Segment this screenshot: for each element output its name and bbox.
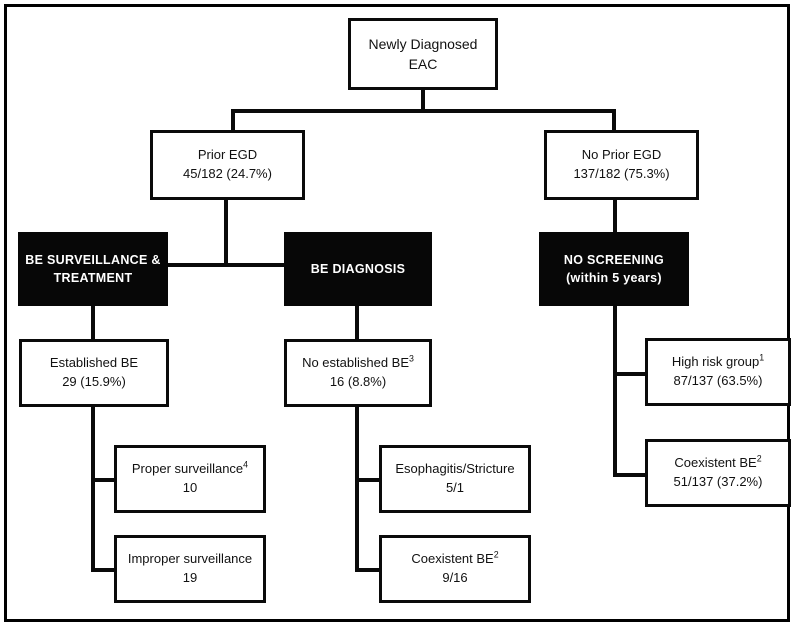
node-coexistent-be-right[interactable]: Coexistent BE2 51/137 (37.2%) bbox=[645, 439, 791, 507]
node-line-1-text: High risk group bbox=[671, 354, 760, 370]
footnote-marker: 2 bbox=[493, 549, 499, 560]
node-prior-egd[interactable]: Prior EGD 45/182 (24.7%) bbox=[150, 130, 305, 200]
footnote-marker: 4 bbox=[243, 459, 249, 470]
node-established-be[interactable]: Established BE 29 (15.9%) bbox=[19, 339, 169, 407]
node-line-1-text: No established BE bbox=[302, 355, 410, 371]
node-line-2: 87/137 (63.5%) bbox=[673, 373, 763, 388]
node-line-2: 10 bbox=[182, 480, 198, 495]
node-proper-surveillance[interactable]: Proper surveillance4 10 bbox=[114, 445, 266, 513]
connector-root-stem bbox=[421, 89, 425, 112]
node-line-2: 29 (15.9%) bbox=[62, 374, 126, 389]
node-line-1-text: Proper surveillance bbox=[131, 461, 244, 477]
node-line-1-text: Coexistent BE bbox=[411, 551, 494, 567]
connector-to-prior-egd bbox=[231, 109, 235, 133]
node-line-2: 9/16 bbox=[442, 570, 468, 585]
node-line-2: (within 5 years) bbox=[566, 271, 662, 285]
node-line-2: 16 (8.8%) bbox=[329, 374, 387, 389]
node-no-established-be[interactable]: No established BE3 16 (8.8%) bbox=[284, 339, 432, 407]
node-line-1: NO SCREENING bbox=[563, 252, 665, 267]
connector-prior-egd-bar bbox=[168, 263, 288, 267]
node-line-1: Newly Diagnosed bbox=[368, 35, 478, 52]
node-be-surveillance-treatment[interactable]: BE SURVEILLANCE & TREATMENT bbox=[18, 232, 168, 306]
connector-prior-egd-stem bbox=[224, 198, 228, 265]
node-be-diagnosis[interactable]: BE DIAGNOSIS bbox=[284, 232, 432, 306]
connector-be-diagnosis-stem bbox=[355, 305, 359, 341]
diagram-border bbox=[4, 4, 790, 622]
connector-to-coexistent-be-mid bbox=[355, 568, 381, 572]
connector-to-coexistent-be-right bbox=[613, 473, 647, 477]
connector-to-proper-surveillance bbox=[91, 478, 116, 482]
node-line-1: Proper surveillance4 bbox=[132, 460, 248, 479]
node-line-2: TREATMENT bbox=[53, 271, 133, 285]
connector-no-established-be-spine bbox=[355, 405, 359, 572]
node-line-1: No established BE3 bbox=[302, 354, 414, 373]
connector-no-screening-spine bbox=[613, 305, 617, 477]
node-line-2: 137/182 (75.3%) bbox=[573, 166, 670, 181]
node-line-1: BE SURVEILLANCE & bbox=[25, 252, 161, 267]
node-improper-surveillance[interactable]: Improper surveillance 19 bbox=[114, 535, 266, 603]
node-line-1: Coexistent BE2 bbox=[674, 454, 761, 473]
footnote-marker: 2 bbox=[756, 453, 762, 464]
node-line-1: Prior EGD bbox=[197, 147, 258, 163]
node-line-1: No Prior EGD bbox=[581, 147, 662, 163]
connector-root-split-bar bbox=[231, 109, 616, 113]
node-line-2: EAC bbox=[408, 56, 438, 72]
node-line-2: 45/182 (24.7%) bbox=[183, 166, 272, 181]
node-line-1-text: Coexistent BE bbox=[674, 455, 757, 471]
connector-no-prior-egd-stem bbox=[613, 198, 617, 232]
node-esophagitis-stricture[interactable]: Esophagitis/Stricture 5/1 bbox=[379, 445, 531, 513]
node-line-2: 51/137 (37.2%) bbox=[673, 474, 763, 489]
node-high-risk-group[interactable]: High risk group1 87/137 (63.5%) bbox=[645, 338, 791, 406]
node-no-screening[interactable]: NO SCREENING (within 5 years) bbox=[539, 232, 689, 306]
node-newly-diagnosed-eac[interactable]: Newly Diagnosed EAC bbox=[348, 18, 498, 90]
footnote-marker: 1 bbox=[759, 352, 765, 363]
connector-be-surveillance-stem bbox=[91, 305, 95, 341]
node-line-1: Coexistent BE2 bbox=[411, 550, 498, 569]
node-line-1: High risk group1 bbox=[672, 353, 764, 372]
node-line-2: 5/1 bbox=[445, 480, 465, 495]
connector-to-improper-surveillance bbox=[91, 568, 116, 572]
footnote-marker: 3 bbox=[409, 353, 414, 364]
node-line-1: Improper surveillance bbox=[127, 551, 253, 567]
connector-to-no-prior-egd bbox=[612, 109, 616, 133]
node-line-1: Established BE bbox=[49, 355, 139, 371]
node-line-2: 19 bbox=[182, 570, 198, 585]
node-line-1: BE DIAGNOSIS bbox=[310, 261, 406, 276]
connector-established-be-spine bbox=[91, 405, 95, 572]
connector-to-high-risk-group bbox=[613, 372, 647, 376]
node-no-prior-egd[interactable]: No Prior EGD 137/182 (75.3%) bbox=[544, 130, 699, 200]
node-line-1: Esophagitis/Stricture bbox=[395, 461, 515, 477]
node-coexistent-be-mid[interactable]: Coexistent BE2 9/16 bbox=[379, 535, 531, 603]
connector-to-esophagitis-stricture bbox=[355, 478, 381, 482]
